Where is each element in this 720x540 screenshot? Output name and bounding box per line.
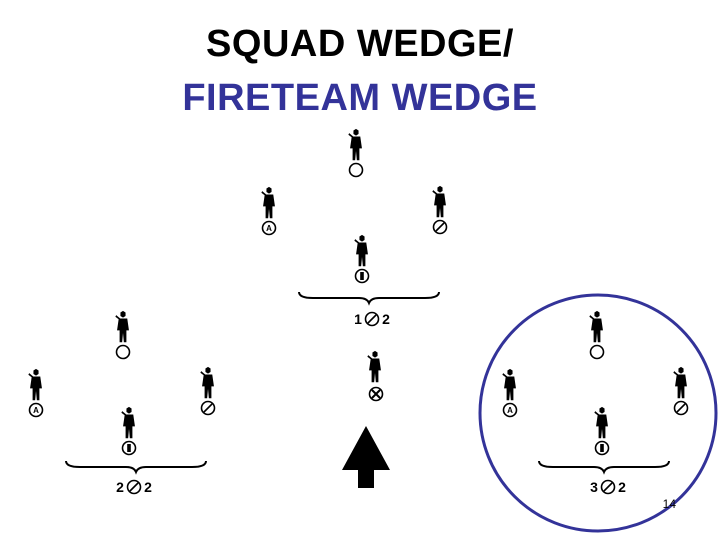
- soldier-icon: [673, 366, 687, 399]
- soldier-icon: [348, 128, 362, 161]
- soldier-icon: [502, 368, 516, 401]
- fireteam-3-label-left: 3: [590, 479, 598, 495]
- soldier-icon: [121, 406, 135, 439]
- soldier-icon: [589, 310, 603, 343]
- circle-bar-icon: [594, 440, 610, 456]
- circle-x-icon: [368, 386, 384, 402]
- fireteam-1-label-right: 2: [382, 311, 390, 327]
- fireteam-3-label-right: 2: [618, 479, 626, 495]
- highlight-ring: [478, 293, 718, 533]
- circle-slash-icon: [673, 400, 689, 416]
- circle-slash-icon: [126, 479, 142, 495]
- bracket: [298, 291, 440, 306]
- bracket: [65, 460, 207, 475]
- svg-text:A: A: [266, 224, 272, 233]
- circle-bar-icon: [121, 440, 137, 456]
- soldier-icon: [367, 350, 381, 383]
- bracket: [538, 460, 670, 475]
- soldier-icon: [200, 366, 214, 399]
- circle-a-icon: A: [502, 402, 518, 418]
- soldier-icon: [28, 368, 42, 401]
- svg-text:A: A: [507, 406, 513, 415]
- circle-a-icon: A: [261, 220, 277, 236]
- page-number: 14: [662, 497, 676, 511]
- circle-icon: [115, 344, 131, 360]
- circle-slash-icon: [432, 219, 448, 235]
- fireteam-2-label-left: 2: [116, 479, 124, 495]
- soldier-icon: [261, 186, 275, 219]
- soldier-icon: [354, 234, 368, 267]
- circle-slash-icon: [600, 479, 616, 495]
- soldier-icon: [115, 310, 129, 343]
- circle-slash-icon: [364, 311, 380, 327]
- circle-slash-icon: [200, 400, 216, 416]
- soldier-icon: [432, 185, 446, 218]
- title-line-2: FIRETEAM WEDGE: [182, 77, 538, 119]
- fireteam-1-label-left: 1: [354, 311, 362, 327]
- title-line-1: SQUAD WEDGE/: [206, 23, 514, 65]
- circle-icon: [589, 344, 605, 360]
- circle-bar-icon: [354, 268, 370, 284]
- fireteam-2-label-right: 2: [144, 479, 152, 495]
- circle-icon: [348, 162, 364, 178]
- soldier-icon: [594, 406, 608, 439]
- up-arrow-icon: [342, 426, 390, 488]
- svg-text:A: A: [33, 406, 39, 415]
- circle-a-icon: A: [28, 402, 44, 418]
